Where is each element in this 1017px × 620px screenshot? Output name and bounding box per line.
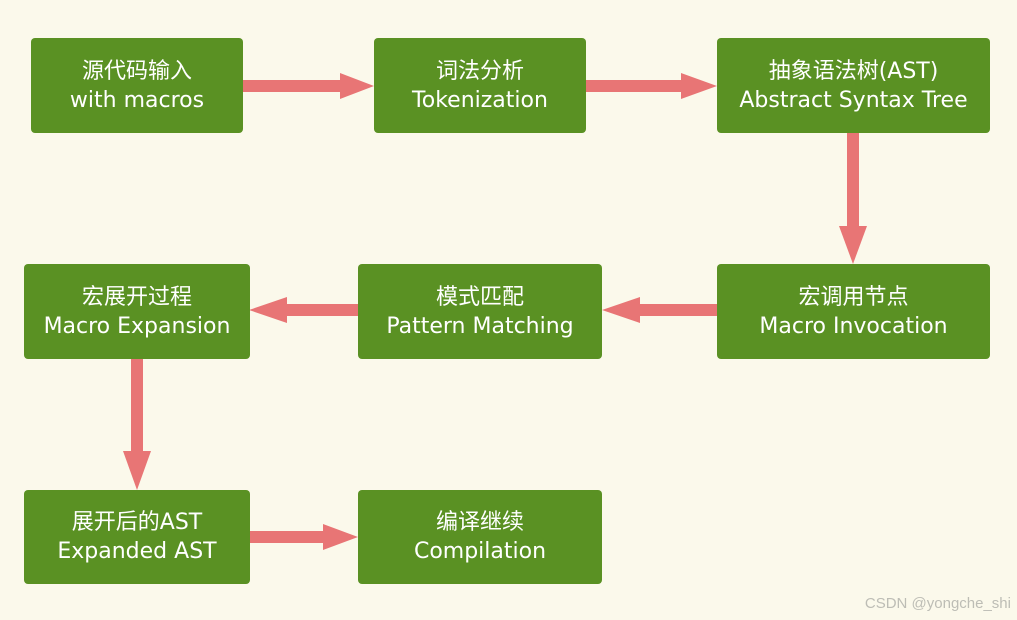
node-label-en: Compilation — [413, 539, 547, 564]
node-label-zh: 源代码输入 — [81, 58, 192, 84]
node-label-zh: 宏展开过程 — [81, 284, 192, 310]
node-label-zh: 词法分析 — [435, 58, 524, 84]
node-macro-invocation: 宏调用节点 Macro Invocation — [717, 264, 990, 359]
node-label-zh: 模式匹配 — [435, 284, 524, 310]
arrow-source-to-tokenization — [243, 73, 374, 99]
arrow-ast-to-macro-invocation — [839, 133, 867, 264]
arrow-pattern-to-expansion — [249, 297, 358, 323]
watermark: CSDN @yongche_shi — [864, 595, 1011, 612]
node-label-en: Expanded AST — [57, 539, 217, 564]
node-tokenization: 词法分析 Tokenization — [374, 38, 586, 133]
node-expanded-ast: 展开后的AST Expanded AST — [24, 490, 250, 584]
arrow-expansion-to-expanded-ast — [123, 358, 151, 490]
node-label-en: Macro Invocation — [759, 313, 948, 339]
node-label-en: Tokenization — [412, 87, 548, 113]
node-compilation: 编译继续 Compilation — [358, 490, 602, 584]
node-label-zh: 宏调用节点 — [798, 284, 909, 310]
node-label-en: with macros — [69, 87, 205, 113]
node-label-zh: 抽象语法树(AST) — [768, 58, 939, 84]
arrow-expanded-ast-to-compilation — [250, 524, 358, 550]
arrow-tokenization-to-ast — [586, 73, 717, 99]
node-label-en: Pattern Matching — [386, 313, 574, 339]
node-pattern-matching: 模式匹配 Pattern Matching — [358, 264, 602, 359]
arrow-invocation-to-pattern — [602, 297, 717, 323]
node-label-zh: 编译继续 — [435, 510, 524, 535]
node-label-zh: 展开后的AST — [71, 510, 203, 535]
node-macro-expansion: 宏展开过程 Macro Expansion — [24, 264, 250, 359]
node-source-input: 源代码输入 with macros — [31, 38, 243, 133]
node-label-en: Abstract Syntax Tree — [739, 87, 968, 113]
node-ast: 抽象语法树(AST) Abstract Syntax Tree — [717, 38, 990, 133]
node-label-en: Macro Expansion — [43, 313, 231, 339]
